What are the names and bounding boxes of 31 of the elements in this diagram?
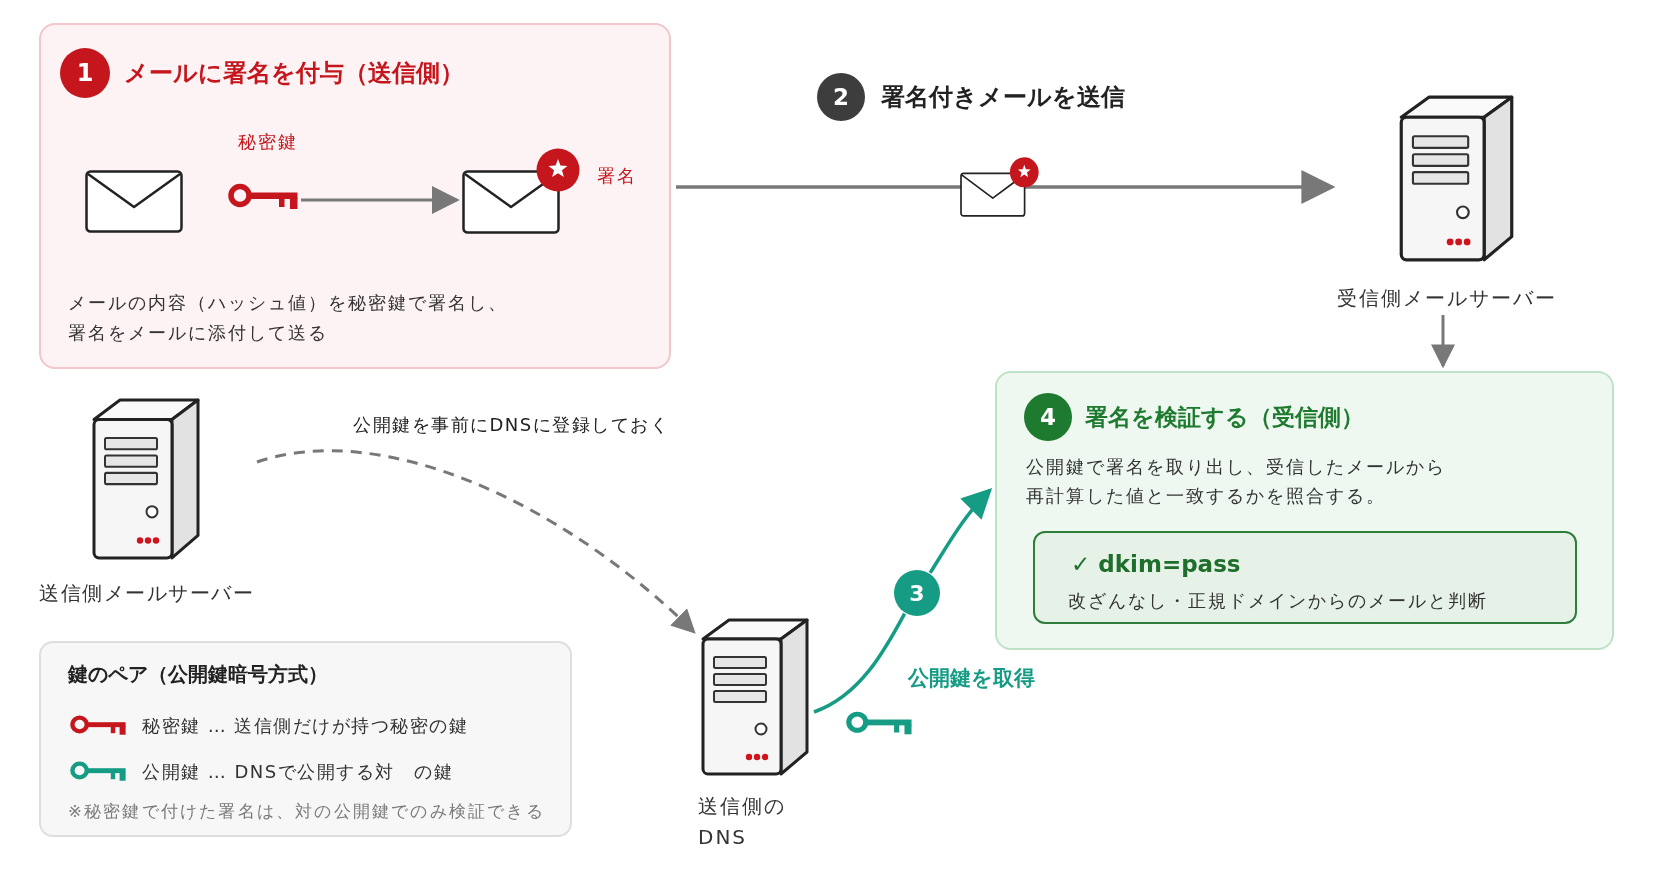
result-box — [1033, 531, 1577, 624]
arrow — [1431, 315, 1455, 369]
caption-text: 秘密鍵 — [238, 129, 298, 153]
description-text: 公開鍵で署名を取り出し、受信したメールから再計算した値と一致するかを照合する。 — [1026, 455, 1447, 508]
server-label: 送信側のDNS — [698, 793, 787, 851]
result-text: ✓ dkim=pass — [1071, 550, 1241, 579]
number-badge: 3 — [894, 570, 940, 616]
legend-text: 秘密鍵 … 送信側だけが持つ秘密の鍵 — [142, 713, 469, 737]
edge-label: 公開鍵を取得 — [906, 664, 1037, 692]
connector-line — [813, 612, 907, 714]
number-badge: 2 — [817, 73, 865, 121]
server-label: 受信側メールサーバー — [1337, 285, 1557, 311]
legend-title: 鍵のペア（公開鍵暗号方式） — [68, 661, 328, 687]
step-panel — [995, 371, 1614, 650]
dashed-arrow — [256, 449, 696, 634]
description-text: メールの内容（ハッシュ値）を秘密鍵で署名し、署名をメールに添付して送る — [68, 291, 509, 345]
number-badge: 4 — [1024, 393, 1072, 441]
panel-heading: メールに署名を付与（送信側） — [124, 57, 464, 89]
number-badge: 1 — [60, 48, 110, 98]
step-heading: 署名付きメールを送信 — [881, 81, 1125, 113]
description-text: 改ざんなし・正規ドメインからのメールと判断 — [1068, 588, 1488, 612]
panel-heading: 署名を検証する（受信側） — [1085, 403, 1364, 432]
arrow — [928, 487, 993, 574]
step-panel — [39, 23, 671, 369]
footnote-text: ※秘密鍵で付けた署名は、対の公開鍵でのみ検証できる — [68, 800, 545, 822]
arrow — [676, 170, 1336, 204]
arrow — [301, 186, 460, 214]
caption-text: 署名 — [597, 163, 637, 187]
server-label: 送信側メールサーバー — [39, 580, 254, 606]
legend-panel — [39, 641, 572, 837]
legend-text: 公開鍵 … DNSで公開する対 の鍵 — [142, 759, 454, 783]
